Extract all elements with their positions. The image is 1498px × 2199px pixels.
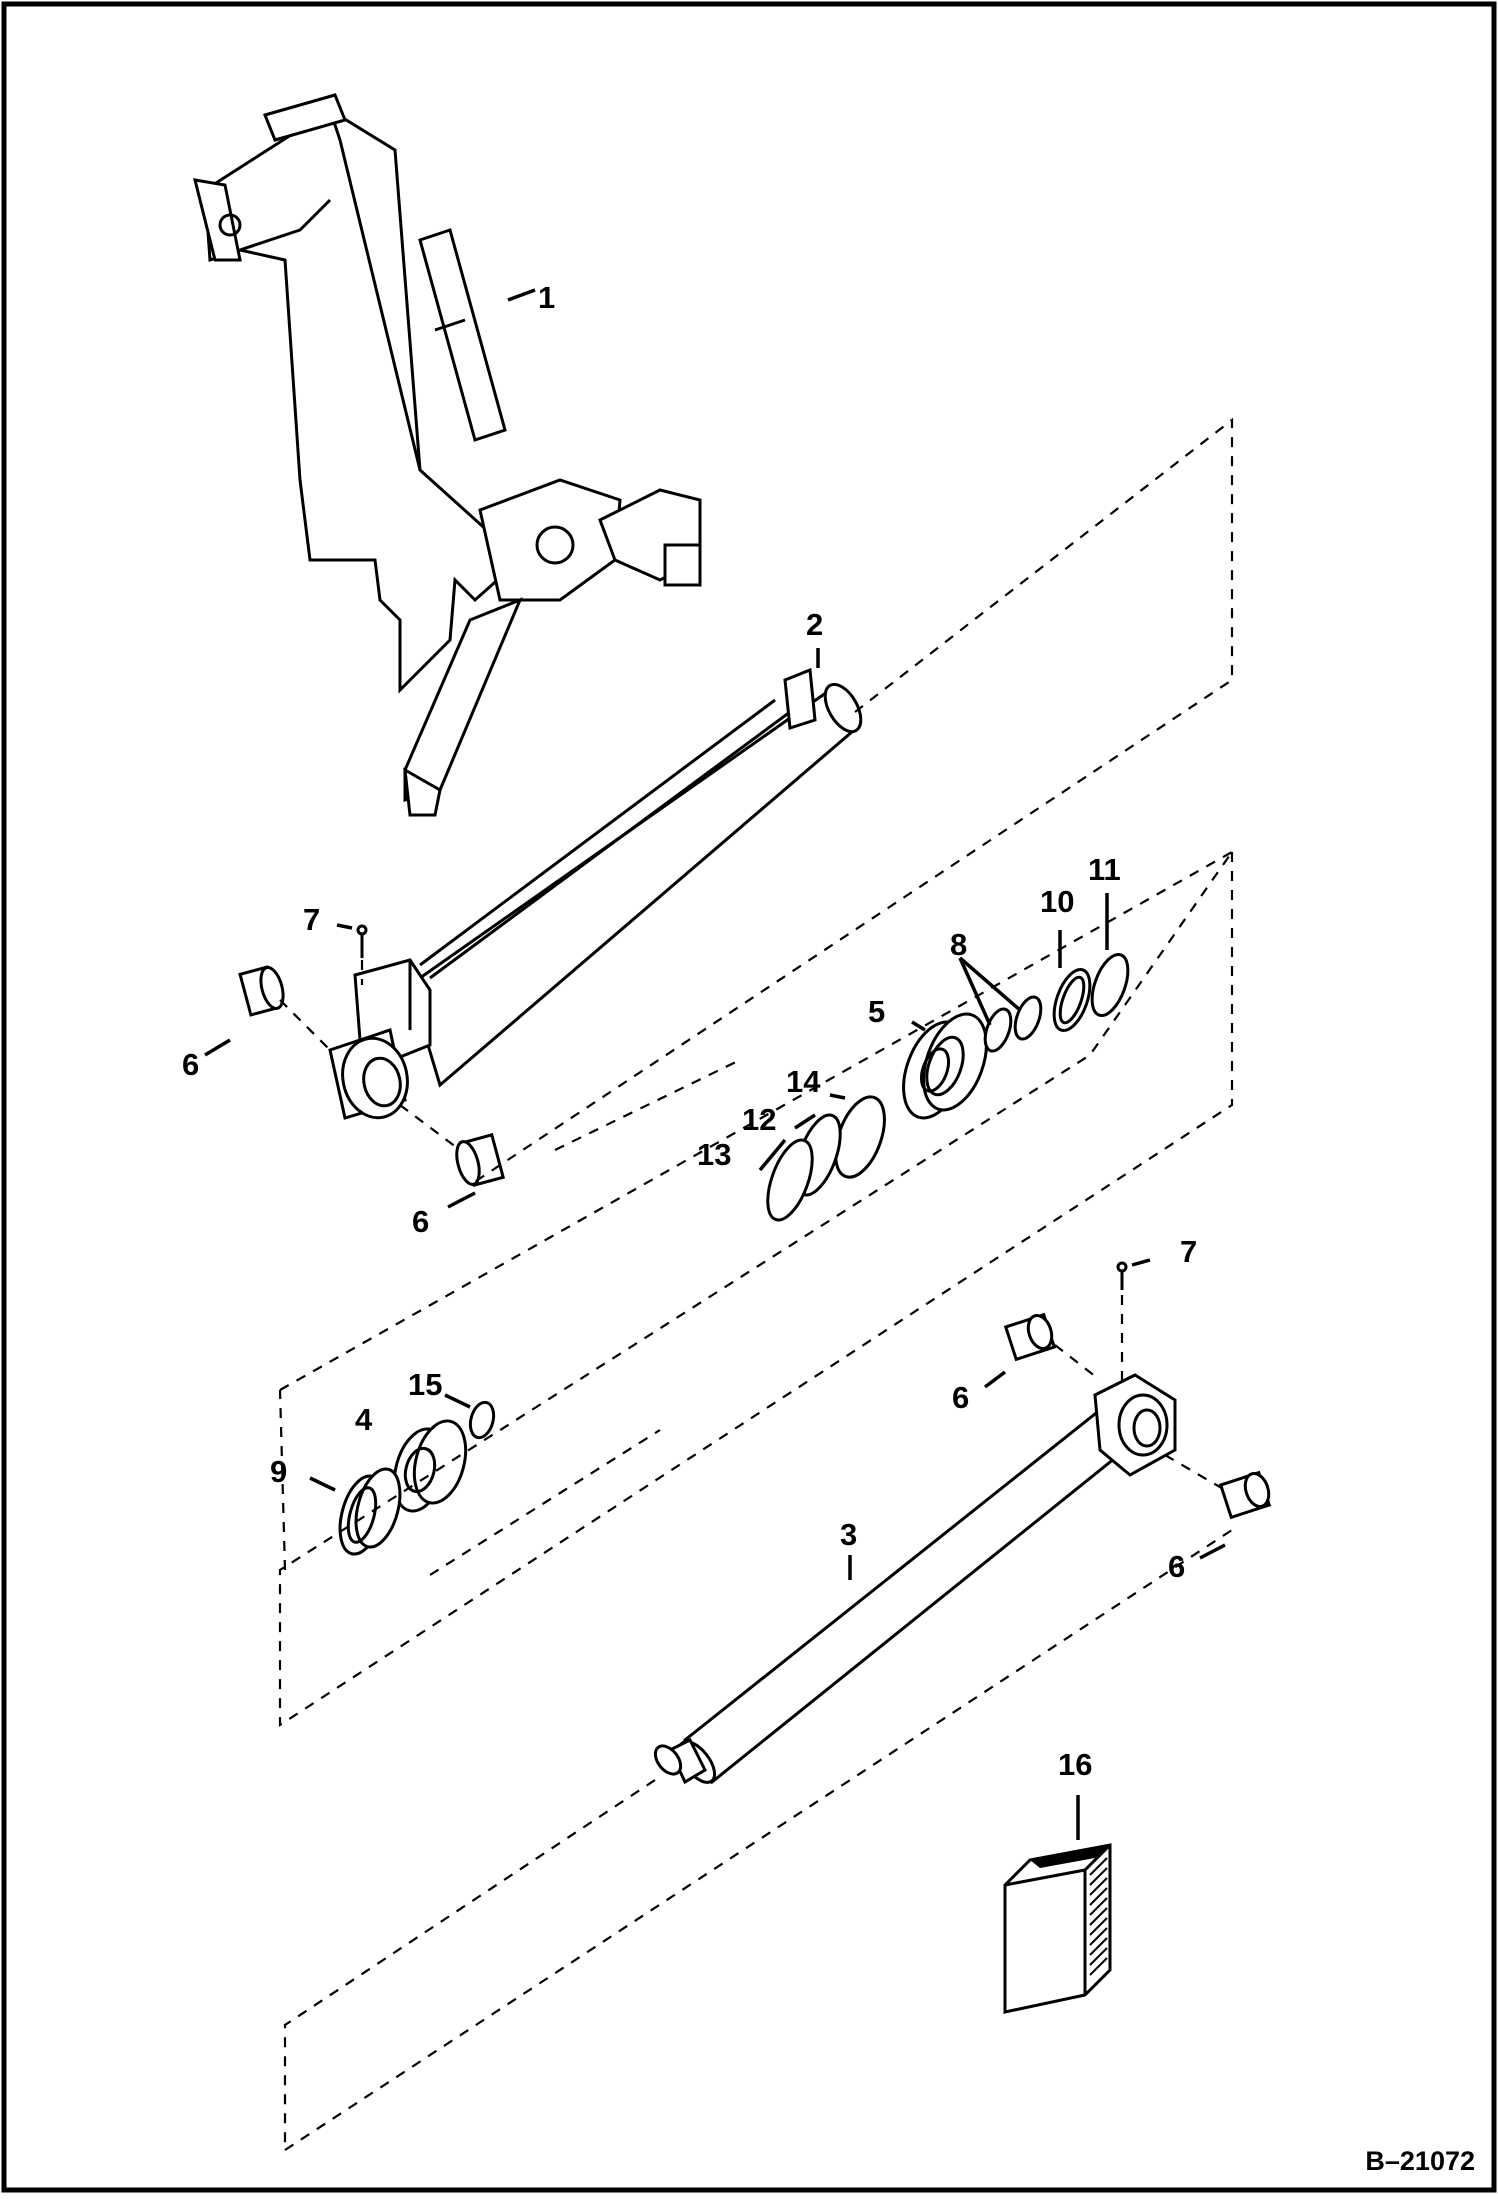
callout-16: 16 [1058,1747,1092,1782]
callout-14: 14 [786,1064,821,1099]
callout-6-barrel-right: 6 [412,1204,429,1239]
backup-ring-b [1013,995,1043,1041]
piston [902,1012,988,1120]
callout-5: 5 [868,994,885,1029]
callout-9: 9 [270,1454,287,1489]
callout-6-rod-bottom: 6 [1168,1549,1185,1584]
callout-11: 11 [1088,852,1121,887]
o-ring-15 [468,1400,496,1440]
explosion-lines [278,417,1234,2151]
backhoe-assembly [192,93,702,817]
cylinder-rod [653,1261,1177,1785]
callout-3: 3 [840,1517,857,1552]
callout-13: 13 [697,1137,731,1172]
callout-4: 4 [355,1402,373,1437]
backup-ring-a [983,1007,1013,1053]
callout-12: 12 [742,1102,776,1137]
figure-id: B–21072 [1365,2146,1475,2176]
callout-8: 8 [950,927,967,962]
head [392,1419,468,1513]
wiper-seal-9 [338,1467,402,1556]
seal-kit-box [1003,1843,1112,2014]
callout-6-barrel-left: 6 [182,1047,199,1082]
callouts: 1 2 3 4 5 6 6 6 6 7 7 8 9 10 11 12 13 14… [182,280,1197,1782]
cylinder-barrel [328,667,863,1120]
callout-6-rod-top: 6 [952,1380,969,1415]
callout-15: 15 [408,1367,442,1402]
leader-lines [204,288,1226,1840]
callout-10: 10 [1040,884,1074,919]
o-ring-13 [766,1138,814,1222]
seal-ring-10 [1052,967,1092,1033]
bushing-barrel-left [238,965,285,1017]
callout-2: 2 [806,607,823,642]
callout-7-barrel: 7 [303,902,320,937]
wear-ring-11 [1090,952,1130,1018]
bushing-barrel-right [455,1133,506,1187]
callout-1: 1 [538,280,555,315]
callout-7-rod: 7 [1180,1234,1197,1269]
bushing-rod-top [1003,1312,1057,1362]
bushing-rod-bottom [1218,1470,1272,1520]
